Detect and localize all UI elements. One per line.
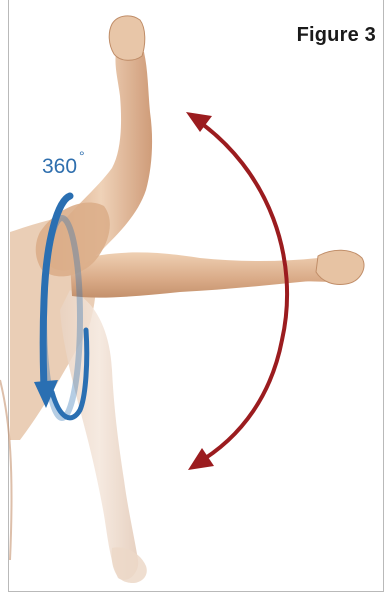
arm-horizontal-shape xyxy=(70,252,360,297)
hand-lowered-shape xyxy=(112,547,147,583)
arc-arrow-icon xyxy=(186,112,287,470)
rotation-degree-label: 360° xyxy=(42,152,85,179)
rotation-degree-value: 360 xyxy=(42,155,77,178)
fist-horizontal-shape xyxy=(316,250,364,284)
arm-lowered-shape xyxy=(60,290,138,580)
figure-label: Figure 3 xyxy=(297,24,376,47)
degree-symbol: ° xyxy=(79,148,85,164)
torso-edge-shape xyxy=(0,380,12,560)
fist-raised-shape xyxy=(109,16,145,60)
